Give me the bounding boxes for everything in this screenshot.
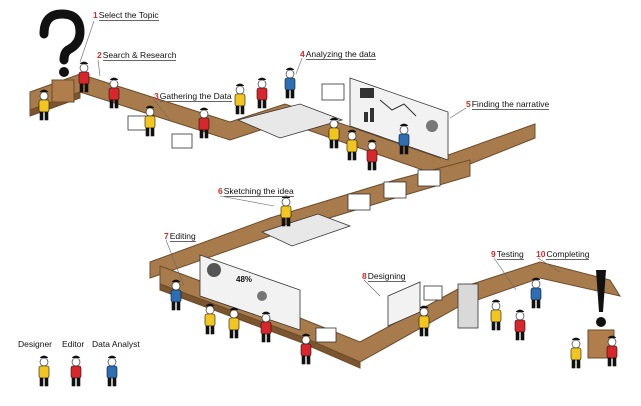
editing-charts: 48% [207, 263, 267, 301]
step-10-label: 10Completing [536, 249, 590, 260]
analysis-charts [360, 88, 438, 132]
legend-designer-label: Designer [18, 339, 53, 349]
leader-lines [79, 20, 561, 297]
exclamation-mark-icon [596, 270, 606, 327]
step-9-label: 9Testing [491, 249, 524, 260]
step-6-label: 6Sketching the idea [218, 186, 294, 197]
monitor-6 [321, 83, 345, 101]
step-8-label: 8Designing [362, 271, 406, 282]
monitor-7 [423, 285, 443, 301]
monitor-2 [171, 133, 193, 149]
step-2-label: 2Search & Research [97, 50, 177, 61]
monitor-5 [417, 169, 441, 187]
legend-analyst-label: Data Analyst [92, 339, 140, 349]
legend-editor-label: Editor [62, 339, 85, 349]
percent-label: 48% [236, 275, 252, 284]
monitor-3 [347, 193, 371, 211]
sketch-table [260, 213, 352, 247]
step-3-label: 3Gathering the Data [154, 91, 232, 102]
question-mark-icon [39, 9, 85, 77]
monitor-4 [383, 181, 407, 199]
monitor-8 [315, 327, 337, 343]
furniture [127, 77, 479, 343]
legend-designer-figure [38, 355, 50, 387]
step-7-label: 7Editing [164, 231, 196, 242]
step-5-label: 5Finding the narrative [466, 99, 550, 110]
podium-box [51, 79, 75, 103]
whiteboard-editing [199, 254, 301, 331]
cabinet [457, 283, 479, 329]
legend-editor-figure [70, 355, 82, 387]
meeting-table-top [236, 103, 344, 139]
step-1-label: 1Select the Topic [93, 10, 159, 21]
step-4-label: 4Analyzing the data [300, 49, 376, 60]
legend-analyst-figure [106, 355, 118, 387]
whiteboard-analysis [349, 77, 449, 161]
